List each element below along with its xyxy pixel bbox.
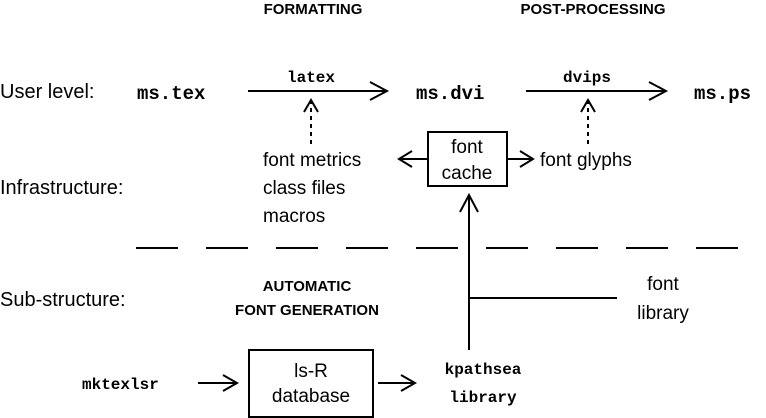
font-generation-header: FONT GENERATION — [235, 302, 379, 319]
font-cache-box — [427, 131, 508, 187]
kpathsea-label: kpathsea — [445, 361, 522, 379]
macros-text: macros — [263, 206, 325, 227]
mktexlsr-tool: mktexlsr — [82, 376, 159, 394]
ms-ps-file: ms.ps — [694, 83, 751, 105]
ms-tex-file: ms.tex — [137, 83, 205, 105]
ls-r-database-box — [248, 349, 374, 418]
infrastructure-label: Infrastructure: — [0, 177, 123, 199]
class-files-text: class files — [263, 178, 345, 199]
cache-to-glyphs-arrow — [508, 150, 535, 168]
metrics-to-latex-dashed-arrow — [303, 98, 319, 144]
cache-to-metrics-arrow — [397, 150, 427, 168]
font-glyphs-text: font glyphs — [540, 150, 632, 171]
sub-structure-label: Sub-structure: — [0, 289, 126, 311]
latex-tool-label: latex — [287, 69, 335, 87]
font-library-label-2: library — [637, 303, 689, 324]
database-label: database — [272, 386, 350, 407]
font-library-label-1: font — [647, 274, 679, 295]
font-cache-label-1: font — [451, 137, 483, 158]
font-metrics-text: font metrics — [263, 150, 361, 171]
mktexlsr-to-lsr-arrow — [198, 374, 240, 392]
kpathsea-to-cache-arrow — [459, 192, 479, 350]
glyphs-to-dvips-dashed-arrow — [580, 98, 596, 144]
lsr-to-kpathsea-arrow — [378, 374, 418, 392]
kpathsea-library-label: library — [449, 389, 517, 407]
font-cache-label-2: cache — [442, 163, 493, 184]
dvips-tool-label: dvips — [563, 69, 611, 87]
ls-r-label: ls-R — [294, 361, 328, 382]
user-level-label: User level: — [0, 81, 94, 103]
formatting-header: FORMATTING — [264, 1, 363, 18]
post-processing-header: POST-PROCESSING — [520, 1, 665, 18]
ms-dvi-file: ms.dvi — [416, 83, 484, 105]
automatic-header: AUTOMATIC — [263, 278, 352, 295]
dvips-arrow — [526, 81, 669, 101]
latex-arrow — [248, 81, 390, 101]
